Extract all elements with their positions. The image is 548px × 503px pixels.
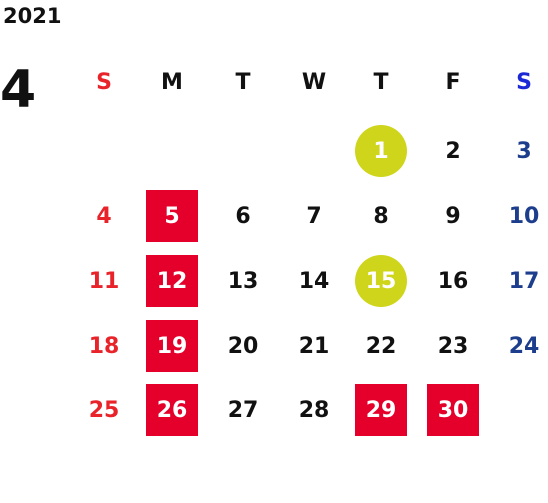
weekday-header: T — [235, 69, 251, 95]
day-cell: 7 — [306, 203, 322, 229]
weekday-header: S — [96, 69, 112, 95]
weekday-header: S — [516, 69, 532, 95]
day-cell: 26 — [146, 384, 198, 436]
day-cell: 30 — [427, 384, 479, 436]
day-cell: 19 — [146, 320, 198, 372]
day-cell: 4 — [96, 203, 112, 229]
day-cell: 22 — [365, 333, 397, 359]
day-cell: 9 — [445, 203, 461, 229]
day-cell: 1 — [355, 125, 407, 177]
day-cell: 24 — [508, 333, 540, 359]
day-cell: 12 — [146, 255, 198, 307]
day-cell: 18 — [88, 333, 120, 359]
day-cell: 11 — [88, 268, 120, 294]
day-cell: 21 — [298, 333, 330, 359]
day-cell: 6 — [235, 203, 251, 229]
day-cell: 2 — [445, 138, 461, 164]
month-number: 4 — [0, 60, 37, 120]
day-cell: 15 — [355, 255, 407, 307]
weekday-header: M — [161, 69, 183, 95]
day-cell: 16 — [437, 268, 469, 294]
day-cell: 10 — [508, 203, 540, 229]
day-cell: 17 — [508, 268, 540, 294]
day-cell: 20 — [227, 333, 259, 359]
day-cell: 27 — [227, 397, 259, 423]
day-cell: 14 — [298, 268, 330, 294]
day-cell: 29 — [355, 384, 407, 436]
day-cell: 13 — [227, 268, 259, 294]
day-cell: 5 — [146, 190, 198, 242]
day-cell: 23 — [437, 333, 469, 359]
day-cell: 25 — [88, 397, 120, 423]
year-label: 2021 — [3, 4, 62, 28]
weekday-header: T — [373, 69, 389, 95]
day-cell: 3 — [516, 138, 532, 164]
weekday-header: F — [445, 69, 461, 95]
day-cell: 8 — [373, 203, 389, 229]
weekday-header: W — [301, 69, 327, 95]
day-cell: 28 — [298, 397, 330, 423]
